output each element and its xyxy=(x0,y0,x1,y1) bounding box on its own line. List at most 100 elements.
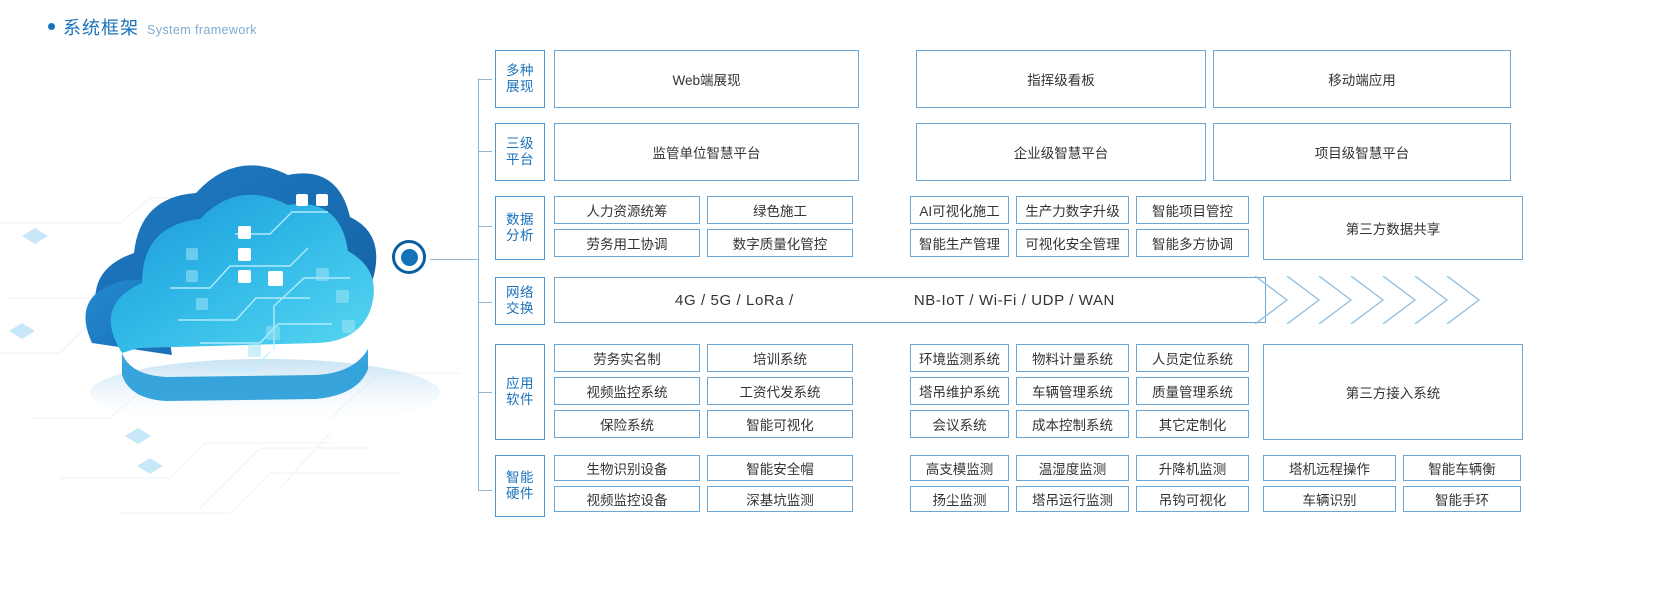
card-third-party-data-sharing[interactable]: 第三方数据共享 xyxy=(1263,196,1523,260)
row-label-network: 网络 交换 xyxy=(495,277,545,325)
col-labor: 劳务实名制 视频监控系统 保险系统 xyxy=(554,344,700,440)
circuit-background-icon xyxy=(0,197,460,514)
row-label-line2: 展现 xyxy=(506,79,534,94)
col-ai: AI可视化施工 智能生产管理 xyxy=(910,196,1009,260)
card-labor-realname[interactable]: 劳务实名制 xyxy=(554,344,700,372)
page-title: 系统框架 xyxy=(63,18,139,38)
card-ai-visual-construction[interactable]: AI可视化施工 xyxy=(910,196,1009,224)
card-deep-pit-monitor[interactable]: 深基坑监测 xyxy=(707,486,853,512)
card-hoist-monitor[interactable]: 升降机监测 xyxy=(1136,455,1249,481)
card-highsupport-formwork-monitor[interactable]: 高支模监测 xyxy=(910,455,1009,481)
card-payroll-system[interactable]: 工资代发系统 xyxy=(707,377,853,405)
col-remote-crane: 塔机远程操作 车辆识别 xyxy=(1263,455,1396,517)
card-smart-wristband[interactable]: 智能手环 xyxy=(1403,486,1521,512)
col-hr: 人力资源统筹 劳务用工协调 xyxy=(554,196,700,260)
card-enterprise-platform[interactable]: 企业级智慧平台 xyxy=(916,123,1206,181)
row-data-analysis: 数据 分析 人力资源统筹 劳务用工协调 绿色施工 数字质量化管控 AI可视化施工… xyxy=(495,196,1523,260)
col-temp-humidity: 温湿度监测 塔吊运行监测 xyxy=(1016,455,1129,517)
card-smart-project-control[interactable]: 智能项目管控 xyxy=(1136,196,1249,224)
card-hook-visualization[interactable]: 吊钩可视化 xyxy=(1136,486,1249,512)
card-crane-operation-monitor[interactable]: 塔吊运行监测 xyxy=(1016,486,1129,512)
row-label-line2: 分析 xyxy=(506,228,534,243)
card-biometric-device[interactable]: 生物识别设备 xyxy=(554,455,700,481)
col-weighbridge: 智能车辆衡 智能手环 xyxy=(1403,455,1521,517)
card-regulator-platform[interactable]: 监管单位智慧平台 xyxy=(554,123,859,181)
bullet-dot-icon xyxy=(48,23,55,30)
row-label-line2: 平台 xyxy=(506,152,534,167)
card-material-metering[interactable]: 物料计量系统 xyxy=(1016,344,1129,372)
row-label-line2: 软件 xyxy=(506,392,534,407)
card-network-protocols[interactable]: 4G / 5G / LoRa / NB-IoT / Wi-Fi / UDP / … xyxy=(554,277,1266,323)
led-node-icon xyxy=(238,194,328,286)
row-label-smart-hardware: 智能 硬件 xyxy=(495,455,545,517)
col-biometric: 生物识别设备 视频监控设备 xyxy=(554,455,700,517)
bracket-connector xyxy=(430,48,492,518)
card-smart-production[interactable]: 智能生产管理 xyxy=(910,229,1009,257)
col-green: 绿色施工 数字质量化管控 xyxy=(707,196,853,260)
card-smart-weighbridge[interactable]: 智能车辆衡 xyxy=(1403,455,1521,481)
card-labor-coordination[interactable]: 劳务用工协调 xyxy=(554,229,700,257)
card-cost-control[interactable]: 成本控制系统 xyxy=(1016,410,1129,438)
col-project-ctrl: 智能项目管控 智能多方协调 xyxy=(1136,196,1249,260)
row-label-line2: 交换 xyxy=(506,301,534,316)
card-smart-multiparty[interactable]: 智能多方协调 xyxy=(1136,229,1249,257)
card-other-customization[interactable]: 其它定制化 xyxy=(1136,410,1249,438)
card-meeting-system[interactable]: 会议系统 xyxy=(910,410,1009,438)
card-smart-helmet[interactable]: 智能安全帽 xyxy=(707,455,853,481)
card-third-party-access-system[interactable]: 第三方接入系统 xyxy=(1263,344,1523,440)
row-label-line2: 硬件 xyxy=(506,486,534,501)
card-vehicle-management[interactable]: 车辆管理系统 xyxy=(1016,377,1129,405)
row-smart-hardware: 智能 硬件 生物识别设备 视频监控设备 智能安全帽 深基坑监测 高支模监测 扬尘… xyxy=(495,455,1673,517)
col-helmet: 智能安全帽 深基坑监测 xyxy=(707,455,853,517)
row-label-line1: 三级 xyxy=(506,135,534,151)
card-dust-monitor[interactable]: 扬尘监测 xyxy=(910,486,1009,512)
cloud-shape xyxy=(60,138,440,428)
col-hoist: 升降机监测 吊钩可视化 xyxy=(1136,455,1249,517)
connector-node-icon xyxy=(392,240,432,280)
card-productivity-upgrade[interactable]: 生产力数字升级 xyxy=(1016,196,1129,224)
row-label-data-analysis: 数据 分析 xyxy=(495,196,545,260)
node-diamond-icon xyxy=(9,228,163,474)
page-subtitle: System framework xyxy=(147,23,257,37)
col-productivity: 生产力数字升级 可视化安全管理 xyxy=(1016,196,1129,260)
card-crane-remote-operation[interactable]: 塔机远程操作 xyxy=(1263,455,1396,481)
col-formwork: 高支模监测 扬尘监测 xyxy=(910,455,1009,517)
card-video-monitor-device[interactable]: 视频监控设备 xyxy=(554,486,700,512)
card-environment-monitor[interactable]: 环境监测系统 xyxy=(910,344,1009,372)
row-label-line1: 应用 xyxy=(506,375,534,391)
row-application-software: 应用 软件 劳务实名制 视频监控系统 保险系统 培训系统 工资代发系统 智能可视… xyxy=(495,344,1523,440)
card-command-dashboard[interactable]: 指挥级看板 xyxy=(916,50,1206,108)
card-quality-management[interactable]: 质量管理系统 xyxy=(1136,377,1249,405)
col-training: 培训系统 工资代发系统 智能可视化 xyxy=(707,344,853,440)
card-hr-planning[interactable]: 人力资源统筹 xyxy=(554,196,700,224)
row-platform: 三级 平台 监管单位智慧平台 企业级智慧平台 项目级智慧平台 xyxy=(495,123,1523,181)
col-material: 物料计量系统 车辆管理系统 成本控制系统 xyxy=(1016,344,1129,440)
row-network: 网络 交换 4G / 5G / LoRa / NB-IoT / Wi-Fi / … xyxy=(495,276,1673,325)
card-digital-quality[interactable]: 数字质量化管控 xyxy=(707,229,853,257)
row-label-line1: 数据 xyxy=(506,211,534,227)
row-label-line1: 多种 xyxy=(506,62,534,78)
card-visual-safety[interactable]: 可视化安全管理 xyxy=(1016,229,1129,257)
card-training-system[interactable]: 培训系统 xyxy=(707,344,853,372)
row-presentation: 多种 展现 Web端展现 指挥级看板 移动端应用 xyxy=(495,50,1523,108)
network-protocols-right: NB-IoT / Wi-Fi / UDP / WAN xyxy=(913,291,1115,309)
chevron-arrow-group xyxy=(1253,276,1673,324)
card-smart-visualization[interactable]: 智能可视化 xyxy=(707,410,853,438)
row-label-line1: 网络 xyxy=(506,284,534,300)
col-personnel: 人员定位系统 质量管理系统 其它定制化 xyxy=(1136,344,1249,440)
row-label-platform: 三级 平台 xyxy=(495,123,545,181)
card-crane-maintenance[interactable]: 塔吊维护系统 xyxy=(910,377,1009,405)
card-insurance-system[interactable]: 保险系统 xyxy=(554,410,700,438)
card-video-monitor-system[interactable]: 视频监控系统 xyxy=(554,377,700,405)
card-personnel-positioning[interactable]: 人员定位系统 xyxy=(1136,344,1249,372)
row-label-line1: 智能 xyxy=(506,469,534,485)
cloud-platform-illustration xyxy=(0,118,470,518)
card-mobile-app[interactable]: 移动端应用 xyxy=(1213,50,1511,108)
card-vehicle-recognition[interactable]: 车辆识别 xyxy=(1263,486,1396,512)
page-title-block: 系统框架 System framework xyxy=(48,14,257,40)
card-project-platform[interactable]: 项目级智慧平台 xyxy=(1213,123,1511,181)
card-temp-humidity-monitor[interactable]: 温湿度监测 xyxy=(1016,455,1129,481)
card-web-presentation[interactable]: Web端展现 xyxy=(554,50,859,108)
row-label-application-software: 应用 软件 xyxy=(495,344,545,440)
card-green-construction[interactable]: 绿色施工 xyxy=(707,196,853,224)
